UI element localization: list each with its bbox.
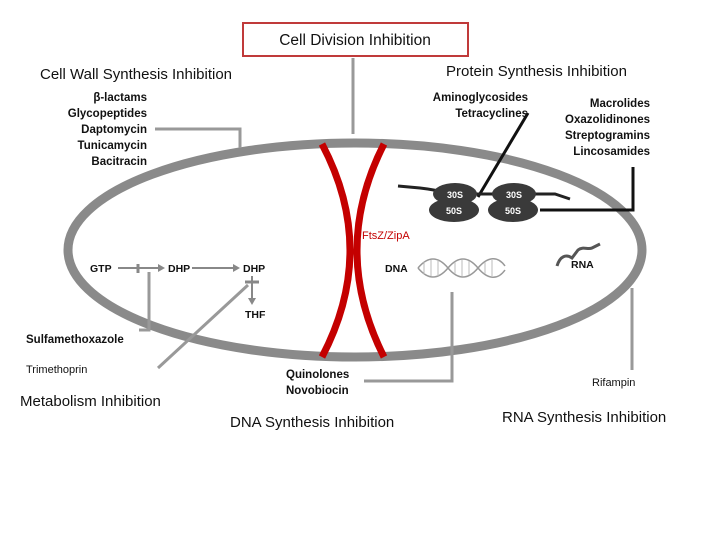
aminoglycoside-pointer [476, 112, 530, 198]
title-text: Cell Division Inhibition [279, 32, 431, 49]
dna-label: DNA [385, 263, 408, 275]
ftsz-label: FtsZ/ZipA [362, 230, 410, 242]
macrolide-pointer [540, 167, 635, 212]
protein-drug-right: Oxazolidinones [565, 114, 650, 126]
cell-wall-drug: β-lactams [93, 92, 147, 104]
sulfa-connector [139, 272, 151, 332]
cell-wall-drug: Daptomycin [81, 124, 147, 136]
septum-right-arc [353, 142, 388, 359]
ribosome-a-30s: 30S [447, 190, 463, 200]
protein-drug-right: Macrolides [590, 98, 650, 110]
title-box [242, 22, 469, 57]
dna-drug: Quinolones [286, 369, 349, 381]
dhp-label-2: DHP [243, 263, 265, 275]
cell-wall-header: Cell Wall Synthesis Inhibition [40, 66, 232, 83]
dna-connector [364, 292, 454, 383]
protein-drug-left: Aminoglycosides [433, 92, 528, 104]
pathway-arrowhead-3 [248, 298, 256, 305]
ribosome-b-50s: 50S [505, 206, 521, 216]
protein-drug-left: Tetracyclines [455, 108, 528, 120]
gtp-label: GTP [90, 263, 112, 275]
pathway-arrowhead-1 [158, 264, 165, 272]
metabolism-drug: Trimethoprin [26, 364, 87, 376]
trimethoprim-connector [156, 283, 250, 370]
protein-header: Protein Synthesis Inhibition [446, 63, 627, 80]
cell-wall-drug: Glycopeptides [68, 108, 147, 120]
septum-left-arc [318, 142, 354, 359]
dhp-label-1: DHP [168, 263, 190, 275]
rna-drug: Rifampin [592, 377, 635, 389]
metabolism-drug: Sulfamethoxazole [26, 334, 124, 346]
protein-drug-right: Streptogramins [565, 130, 650, 142]
pathway-arrowhead-2 [233, 264, 240, 272]
cell-wall-connector [155, 127, 242, 148]
protein-drug-right: Lincosamides [573, 146, 650, 158]
ribosome-b-30s: 30S [506, 190, 522, 200]
ribosome-a: 30S 50S [429, 183, 479, 222]
ribosome-a-large-subunit [429, 198, 479, 222]
rna-header: RNA Synthesis Inhibition [502, 409, 666, 426]
cell-wall-drug: Bacitracin [91, 156, 147, 168]
cell-membrane [63, 138, 647, 362]
ribosome-b: 30S 50S [488, 183, 538, 222]
dna-drug: Novobiocin [286, 385, 349, 397]
ribosome-a-50s: 50S [446, 206, 462, 216]
metabolism-header: Metabolism Inhibition [20, 393, 161, 410]
dna-header: DNA Synthesis Inhibition [230, 414, 394, 431]
rna-label: RNA [571, 259, 594, 271]
thf-label: THF [245, 309, 266, 321]
dna-helix-icon [417, 258, 506, 278]
ribosome-b-large-subunit [488, 198, 538, 222]
cell-wall-drug: Tunicamycin [78, 140, 147, 152]
rna-strand-icon [555, 242, 601, 267]
